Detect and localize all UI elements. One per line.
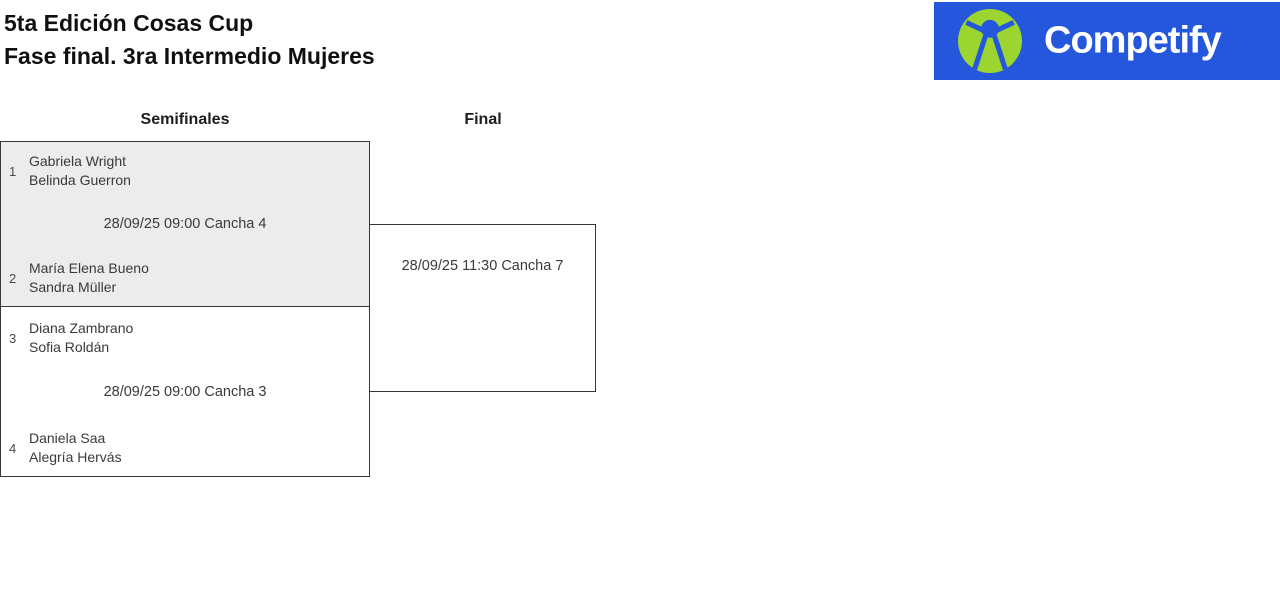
round-header-semifinales: Semifinales [140,111,230,128]
match-info: 28/09/25 09:00 Cancha 3 [103,383,267,400]
seed-number: 1 [9,163,17,179]
seed-number: 3 [9,330,17,346]
team-slot: 2 María Elena Bueno Sandra Müller [9,259,149,297]
player-name: Belinda Guerron [29,172,131,188]
competify-logo[interactable]: Competify [934,2,1280,80]
player-name: Daniela Saa [29,430,106,446]
tournament-title-line2: Fase final. 3ra Intermedio Mujeres [4,43,375,69]
team-slot: 3 Diana Zambrano Sofia Roldán [9,319,133,357]
team-slot: 1 Gabriela Wright Belinda Guerron [9,152,131,190]
competify-brand-text: Competify [1044,19,1222,62]
match-card-semifinal-1[interactable]: 1 Gabriela Wright Belinda Guerron 28/09/… [0,141,370,307]
player-name: Sandra Müller [29,279,117,295]
team-slot: 4 Daniela Saa Alegría Hervás [9,429,122,467]
team-players: Daniela Saa Alegría Hervás [23,429,122,467]
tournament-title: 5ta Edición Cosas Cup Fase final. 3ra In… [4,7,375,73]
match-info: 28/09/25 11:30 Cancha 7 [401,258,564,274]
player-name: Sofia Roldán [29,339,110,355]
player-name: Gabriela Wright [29,153,127,169]
player-name: María Elena Bueno [29,260,149,276]
player-name: Alegría Hervás [29,449,122,465]
team-players: Gabriela Wright Belinda Guerron [23,152,131,190]
match-info: 28/09/25 09:00 Cancha 4 [103,216,267,232]
player-name: Diana Zambrano [29,320,134,336]
team-players: Diana Zambrano Sofia Roldán [23,319,133,357]
round-header-final: Final [464,111,502,128]
person-in-circle-icon [958,9,1022,73]
tournament-title-line1: 5ta Edición Cosas Cup [4,10,254,36]
match-card-semifinal-2[interactable]: 3 Diana Zambrano Sofia Roldán 28/09/25 0… [0,306,370,477]
match-card-final[interactable]: 28/09/25 11:30 Cancha 7 [369,224,596,392]
seed-number: 4 [9,440,17,456]
team-players: María Elena Bueno Sandra Müller [23,259,149,297]
seed-number: 2 [9,270,17,286]
